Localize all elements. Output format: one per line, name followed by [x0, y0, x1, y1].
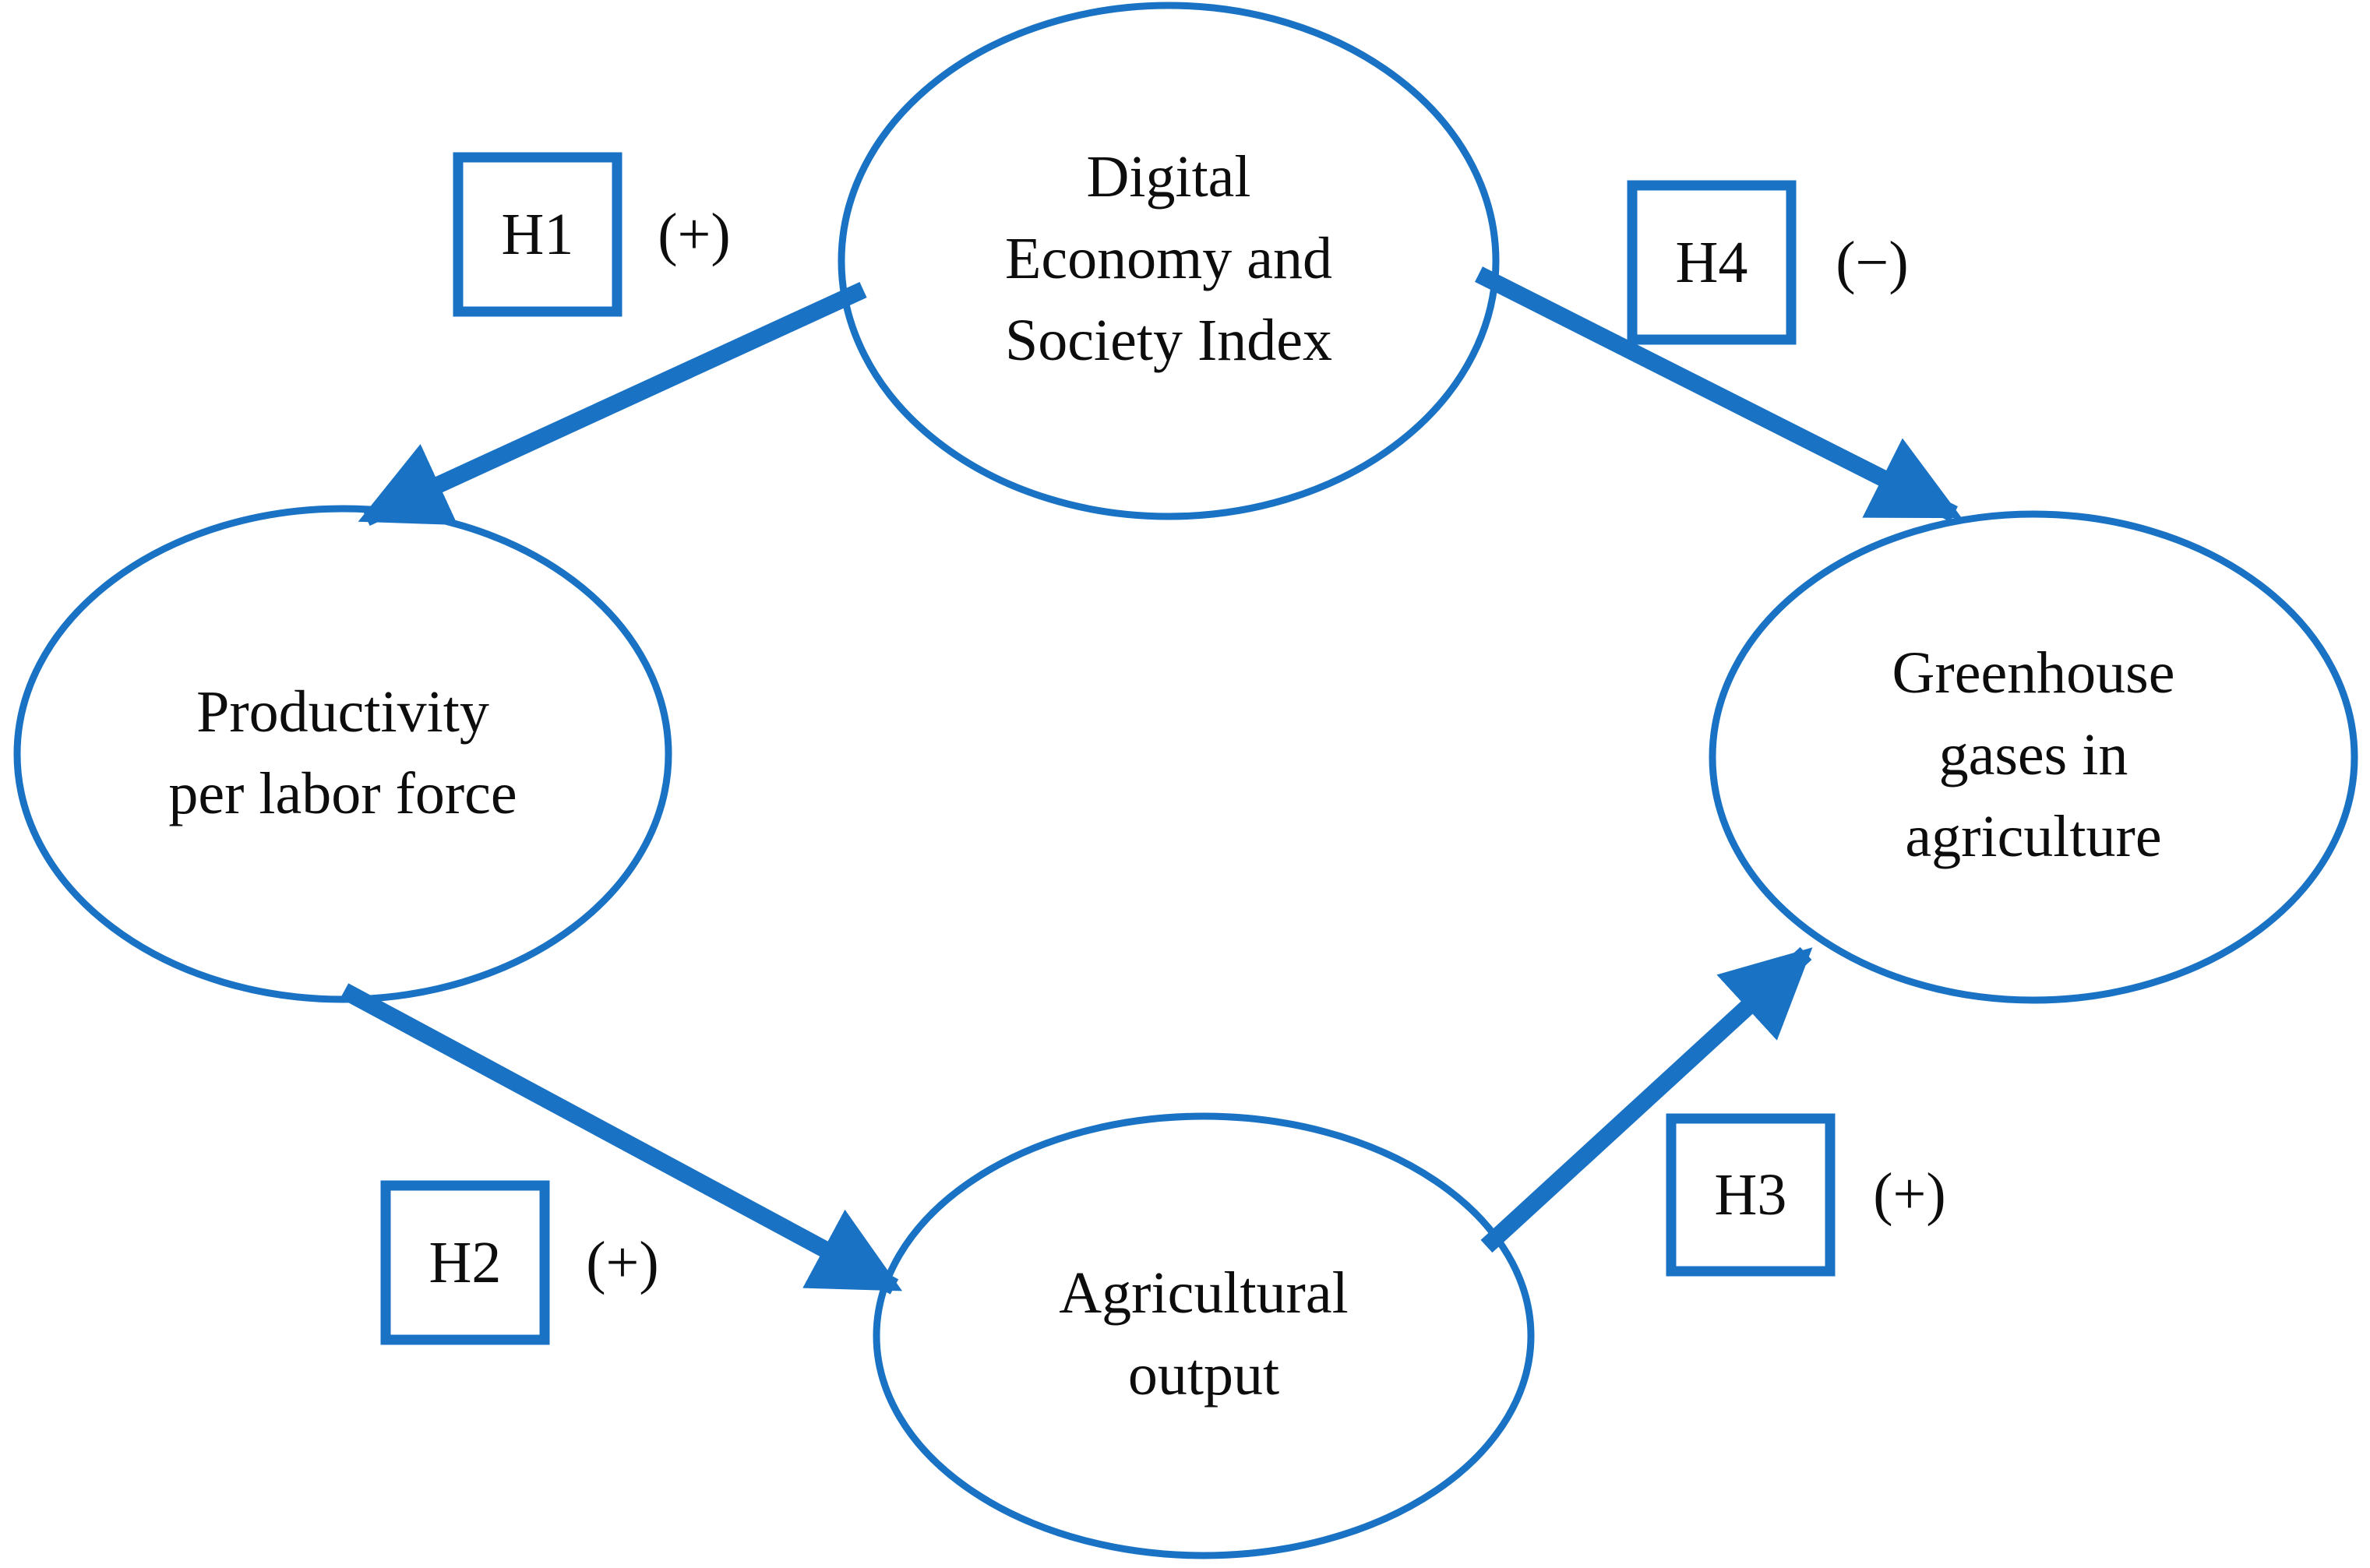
- node-ellipse-digital-economy-and-society-index: [838, 2, 1500, 520]
- node-ellipse-agricultural-output: [873, 1112, 1535, 1559]
- hypothesis-box-h2: [380, 1180, 550, 1345]
- hypothesis-label-h2: H2: [429, 1229, 502, 1295]
- hypothesis-label-h4: H4: [1675, 229, 1748, 295]
- hypothesis-sign-h1: (+): [658, 202, 731, 267]
- arrow-agoutput-to-greenhouse: [1480, 946, 1813, 1253]
- hypothesis-label-h1: H1: [501, 201, 574, 267]
- arrow-desi-to-productivity: [358, 282, 867, 526]
- node-ellipse-greenhouse-gases-in-agriculture: [1709, 510, 2358, 1004]
- hypothesis-sign-h3: (+): [1873, 1161, 1946, 1227]
- node-ellipse-productivity-per-labor-force: [13, 505, 672, 1003]
- hypothesis-box-h3: [1666, 1113, 1836, 1277]
- arrow-desi-to-greenhouse: [1475, 266, 1963, 522]
- hypothesis-sign-h4: (−): [1836, 230, 1909, 295]
- hypothesis-box-h1: [453, 152, 622, 317]
- hypothesis-sign-h2: (+): [586, 1230, 659, 1295]
- arrow-productivity-to-agoutput: [340, 983, 903, 1295]
- hypothesis-box-h4: [1627, 180, 1797, 345]
- hypothesis-label-h3: H3: [1714, 1161, 1787, 1228]
